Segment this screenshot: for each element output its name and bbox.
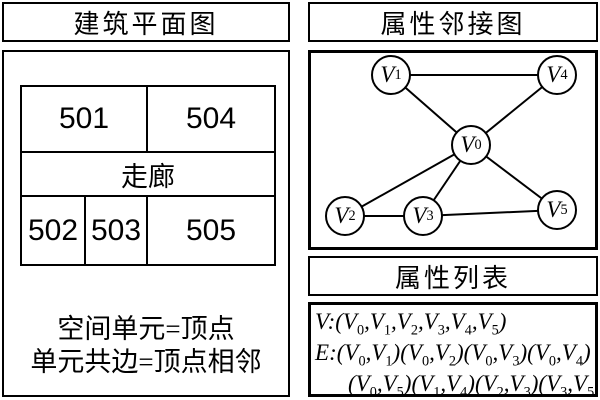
caption-line-1: 空间单元=顶点 <box>57 314 235 344</box>
edge-V0-V2 <box>344 144 472 217</box>
adjacency-title: 属性邻接图 <box>380 9 526 39</box>
room-504: 504 <box>148 87 274 151</box>
room-503-label: 503 <box>90 213 142 247</box>
room-503: 503 <box>86 197 148 264</box>
room-501-label: 501 <box>58 102 110 135</box>
room-505-label: 505 <box>185 213 237 247</box>
attribute-list-title: 属性列表 <box>394 263 511 293</box>
caption-line-2: 单元共边=顶点相邻 <box>30 347 262 377</box>
floorplan-captions: 空间单元=顶点 单元共边=顶点相邻 <box>4 313 288 379</box>
vertex-list-line: V:(V0,V1,V2,V3,V4,V5) <box>315 309 507 339</box>
floorplan-title-box: 建筑平面图 <box>2 2 290 42</box>
room-504-label: 504 <box>185 102 237 135</box>
edge-V3-V5 <box>422 209 558 217</box>
room-501: 501 <box>22 87 148 151</box>
floorplan-diagram: 501 504 走廊 502 503 505 <box>20 85 276 266</box>
edge-list-line-1: E:(V0,V1)(V0,V2)(V0,V3)(V0,V4) <box>315 339 591 370</box>
attribute-list: V:(V0,V1,V2,V3,V4,V5) E:(V0,V1)(V0,V2)(V… <box>308 302 598 397</box>
room-505: 505 <box>148 197 274 264</box>
room-502-label: 502 <box>27 213 79 247</box>
floorplan-row-bottom: 502 503 505 <box>22 197 274 264</box>
corridor: 走廊 <box>22 153 274 197</box>
corridor-label: 走廊 <box>121 161 175 192</box>
floorplan-row-top: 501 504 <box>22 87 274 153</box>
attribute-list-title-box: 属性列表 <box>308 256 598 296</box>
edge-list-line-2: (V0,V5)(V1,V4)(V2,V3)(V3,V5) <box>348 370 595 397</box>
room-502: 502 <box>22 197 86 264</box>
floorplan-title: 建筑平面图 <box>73 9 219 39</box>
adjacency-title-box: 属性邻接图 <box>308 2 598 42</box>
floorplan-panel: 501 504 走廊 502 503 505 <box>2 50 290 397</box>
